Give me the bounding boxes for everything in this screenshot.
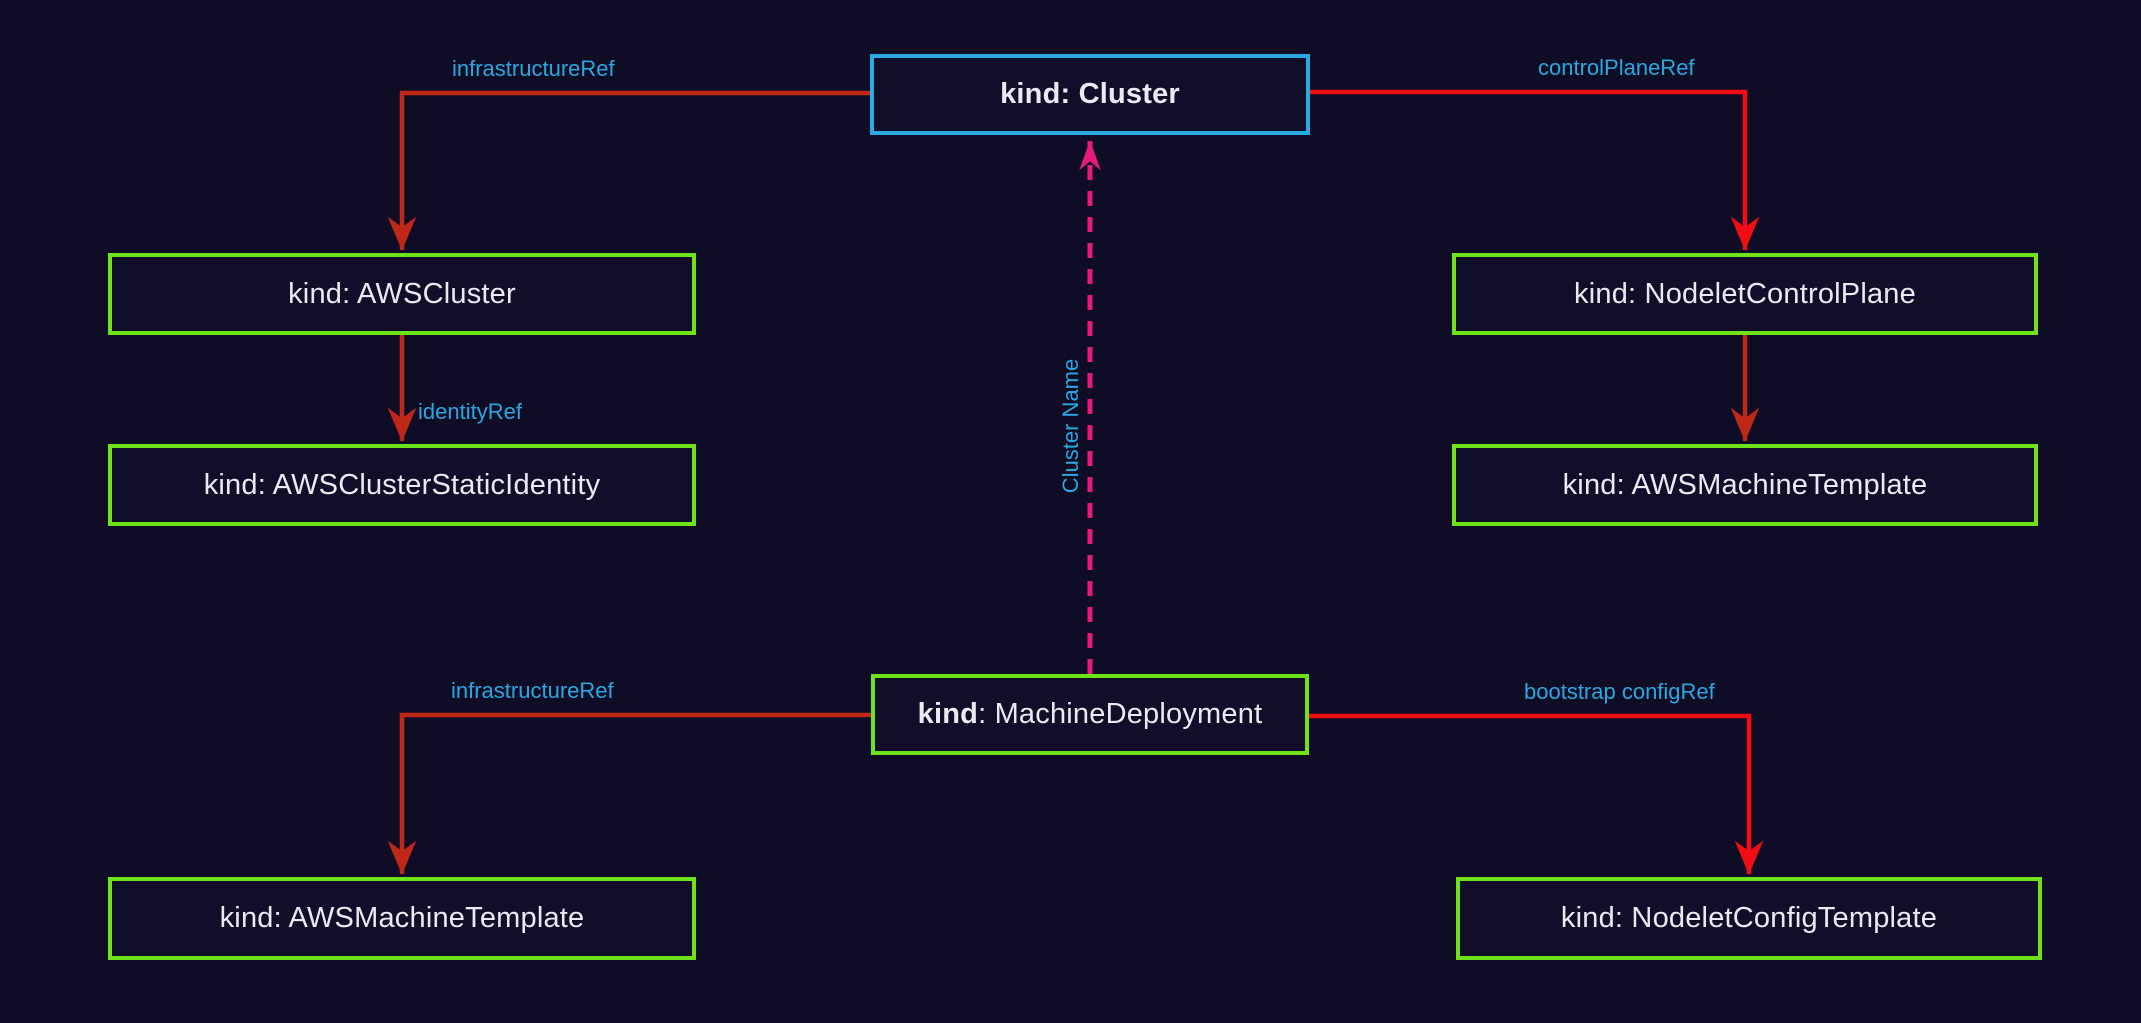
node-machine-deployment: kind: MachineDeployment — [871, 674, 1309, 755]
edge-label-infrastructure-ref-cluster: infrastructureRef — [452, 56, 615, 81]
node-aws-cluster: kind: AWSCluster — [108, 253, 696, 335]
node-aws-machine-template-md-label: kind: AWSMachineTemplate — [219, 902, 585, 934]
edge-label-control-plane-ref: controlPlaneRef — [1538, 55, 1695, 80]
machine-deployment-kind-prefix: kind — [917, 698, 979, 730]
node-aws-cluster-label: kind: AWSCluster — [288, 277, 516, 310]
node-cluster-label: kind: Cluster — [1000, 78, 1180, 110]
edge-bootstrap-config-ref — [1308, 713, 1764, 875]
node-nodelet-control-plane-label: kind: NodeletControlPlane — [1574, 277, 1916, 310]
edge-infrastructure-ref-cluster — [387, 90, 870, 251]
edge-label-infrastructure-ref-md: infrastructureRef — [451, 678, 614, 703]
machine-deployment-name: : MachineDeployment — [978, 698, 1263, 730]
node-aws-machine-template-controlplane: kind: AWSMachineTemplate — [1452, 444, 2038, 526]
node-machine-deployment-label: kind: MachineDeployment — [918, 698, 1263, 731]
node-nodelet-config-template-label: kind: NodeletConfigTemplate — [1560, 902, 1938, 934]
edge-label-cluster-name: Cluster Name — [1058, 358, 1083, 494]
edge-label-identity-ref: identityRef — [418, 399, 522, 424]
edge-label-bootstrap-config-ref: bootstrap configRef — [1524, 679, 1715, 704]
node-nodelet-control-plane: kind: NodeletControlPlane — [1452, 253, 2038, 335]
node-nodelet-config-template: kind: NodeletConfigTemplate — [1456, 877, 2042, 960]
node-aws-machine-template-md: kind: AWSMachineTemplate — [108, 877, 696, 960]
edge-control-plane-ref — [1310, 89, 1760, 251]
node-aws-cluster-static-identity: kind: AWSClusterStaticIdentity — [108, 444, 696, 526]
node-aws-machine-template-controlplane-label: kind: AWSMachineTemplate — [1562, 468, 1928, 501]
edge-infrastructure-ref-md — [387, 712, 871, 875]
node-aws-cluster-static-identity-label: kind: AWSClusterStaticIdentity — [203, 468, 601, 501]
node-cluster: kind: Cluster — [870, 54, 1310, 135]
